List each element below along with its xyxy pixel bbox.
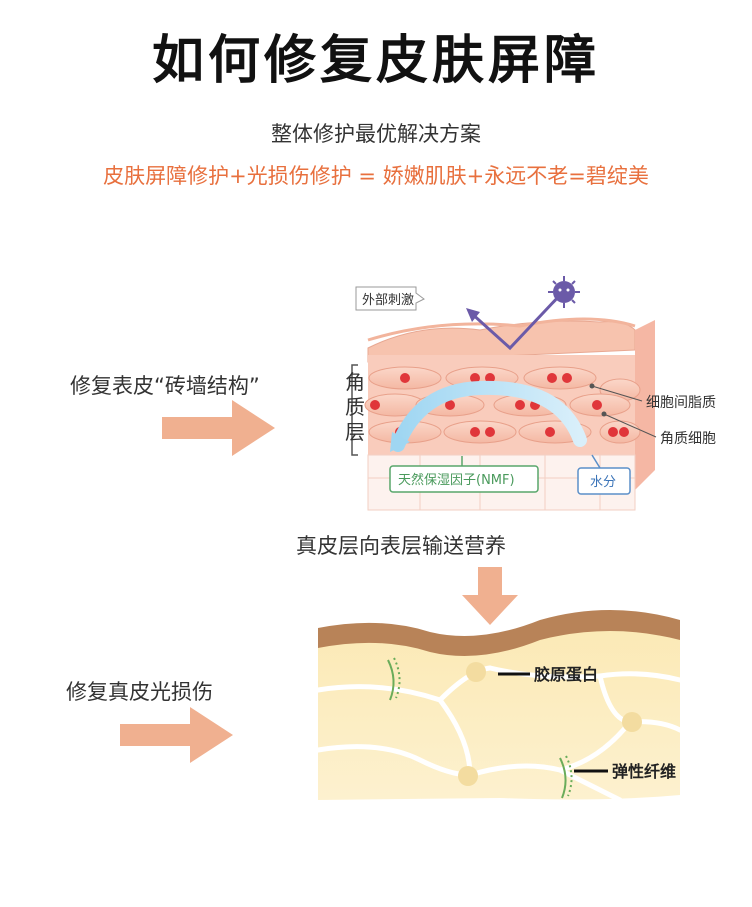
down-arrow <box>462 567 518 625</box>
external-stimulus-text: 外部刺激 <box>362 293 414 308</box>
water-label: 水分 <box>590 475 616 490</box>
collagen-label: 胶原蛋白 <box>534 665 598 684</box>
right-arrow-2 <box>120 707 233 763</box>
stratum-corneum-char-2: 质 <box>345 395 365 419</box>
stratum-corneum-char-3: 层 <box>345 420 365 444</box>
corneocyte-label: 角质细胞 <box>660 431 716 447</box>
lipid-label: 细胞间脂质 <box>646 395 716 411</box>
nmf-label: 天然保湿因子(NMF) <box>398 472 515 488</box>
stratum-corneum-char-1: 角 <box>345 370 365 394</box>
right-arrow-1 <box>162 400 275 456</box>
elastin-label: 弹性纤维 <box>612 762 676 781</box>
